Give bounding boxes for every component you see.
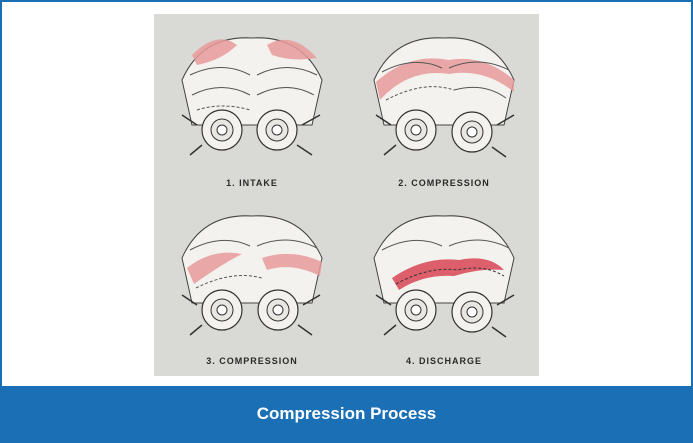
banner-title: Compression Process — [257, 404, 437, 424]
stage-panel-compression-1: 2. COMPRESSION — [354, 20, 534, 190]
screw-rotors-compression-illustration — [162, 198, 342, 348]
stage-caption: 3. COMPRESSION — [162, 356, 342, 366]
stage-panel-discharge: 4. DISCHARGE — [354, 198, 534, 368]
stage-caption: 1. INTAKE — [162, 178, 342, 188]
title-banner: Compression Process — [2, 386, 691, 441]
compressor-figure: 1. INTAKE 2. COMPRESSION — [154, 14, 539, 376]
stage-panel-compression-2: 3. COMPRESSION — [162, 198, 342, 368]
screw-rotors-discharge-illustration — [354, 198, 534, 348]
stage-caption: 4. DISCHARGE — [354, 356, 534, 366]
screw-rotors-compression-illustration — [354, 20, 534, 170]
stage-panel-intake: 1. INTAKE — [162, 20, 342, 190]
stage-caption: 2. COMPRESSION — [354, 178, 534, 188]
screw-rotors-intake-illustration — [162, 20, 342, 170]
